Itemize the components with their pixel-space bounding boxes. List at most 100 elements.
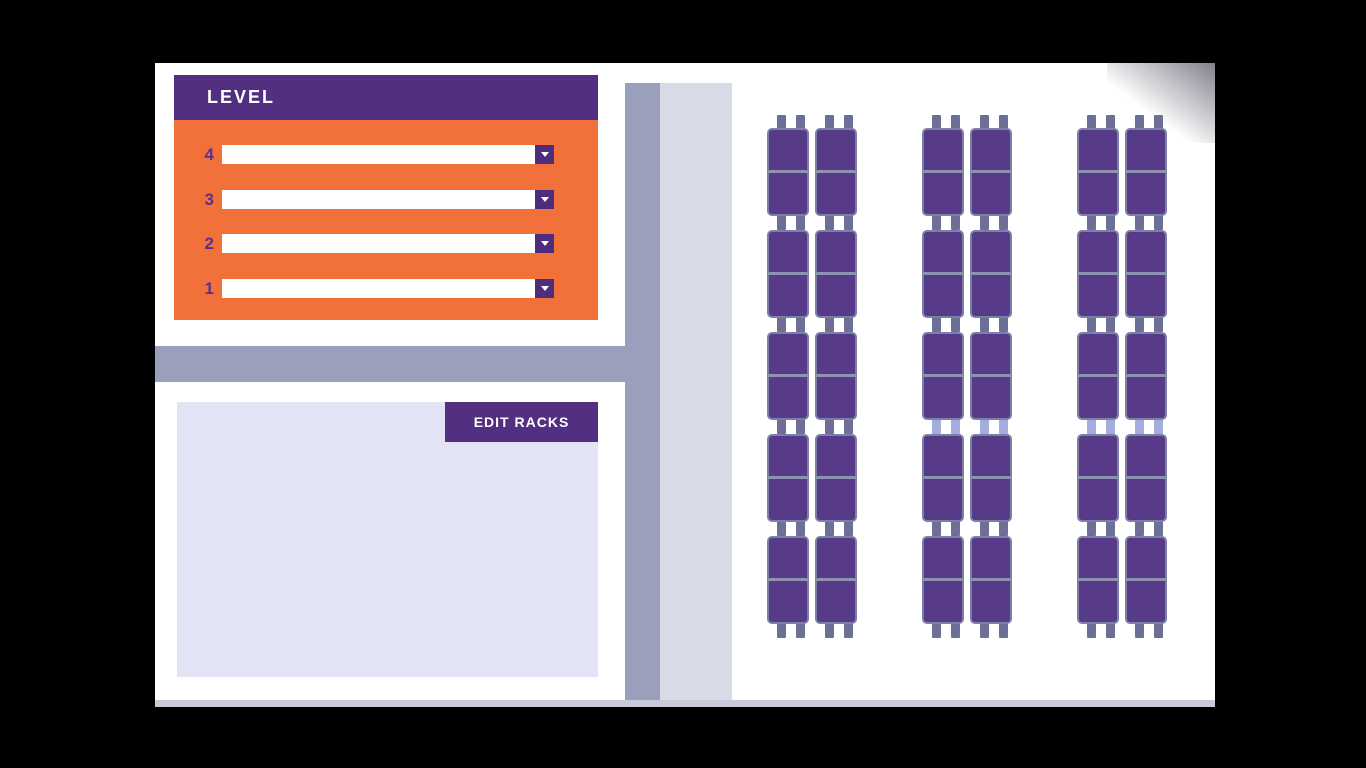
rack-leg-highlighted bbox=[932, 419, 941, 434]
rack-segment-divider bbox=[768, 476, 808, 479]
rack-leg bbox=[796, 215, 805, 230]
chevron-down-icon bbox=[540, 286, 549, 291]
rack-leg bbox=[1135, 623, 1144, 638]
level-row-2: 2 bbox=[174, 234, 598, 253]
rack-leg bbox=[980, 623, 989, 638]
rack-leg bbox=[999, 521, 1008, 536]
rack-leg bbox=[932, 317, 941, 332]
rack-leg bbox=[1106, 215, 1115, 230]
rack-leg bbox=[980, 317, 989, 332]
rack-segment[interactable] bbox=[1125, 332, 1167, 420]
rack-segment[interactable] bbox=[1125, 434, 1167, 522]
rack-segment[interactable] bbox=[815, 128, 857, 216]
rack-leg bbox=[777, 317, 786, 332]
rack-leg bbox=[825, 419, 834, 434]
dropdown-button[interactable] bbox=[535, 145, 554, 164]
rack-aisle-group bbox=[767, 63, 857, 707]
rack-segment[interactable] bbox=[1077, 230, 1119, 318]
rack-segment[interactable] bbox=[767, 230, 809, 318]
rack-segment[interactable] bbox=[970, 128, 1012, 216]
rack-segment-divider bbox=[816, 170, 856, 173]
rack-leg bbox=[980, 115, 989, 130]
rack-segment[interactable] bbox=[922, 230, 964, 318]
rack-segment[interactable] bbox=[1077, 536, 1119, 624]
rack-segment[interactable] bbox=[1125, 230, 1167, 318]
rack-segment-divider bbox=[768, 170, 808, 173]
rack-segment[interactable] bbox=[922, 536, 964, 624]
rack-leg bbox=[825, 521, 834, 536]
rack-leg bbox=[980, 215, 989, 230]
rack-leg bbox=[844, 317, 853, 332]
rack-leg-highlighted bbox=[951, 419, 960, 434]
rack-segment[interactable] bbox=[1077, 434, 1119, 522]
rack-aisle-group bbox=[1077, 63, 1167, 707]
level-row-label: 2 bbox=[204, 234, 214, 253]
rack-segment[interactable] bbox=[970, 332, 1012, 420]
rack-leg bbox=[999, 215, 1008, 230]
rack-leg bbox=[1106, 521, 1115, 536]
rack-segment[interactable] bbox=[970, 434, 1012, 522]
rack-segment[interactable] bbox=[922, 128, 964, 216]
rack-leg bbox=[796, 623, 805, 638]
rack-leg bbox=[844, 419, 853, 434]
rack-segment-divider bbox=[816, 476, 856, 479]
rack-leg bbox=[796, 419, 805, 434]
rack-segment-divider bbox=[1078, 476, 1118, 479]
rack-leg bbox=[796, 521, 805, 536]
rack-segment[interactable] bbox=[815, 230, 857, 318]
chevron-down-icon bbox=[540, 197, 549, 202]
rack-leg bbox=[777, 215, 786, 230]
rack-leg bbox=[777, 419, 786, 434]
dropdown-button[interactable] bbox=[535, 279, 554, 298]
rack-segment[interactable] bbox=[970, 536, 1012, 624]
rack-segment-divider bbox=[1126, 578, 1166, 581]
rack-segment[interactable] bbox=[815, 536, 857, 624]
edit-racks-button[interactable]: EDIT RACKS bbox=[445, 402, 598, 442]
rack-leg-highlighted bbox=[1135, 419, 1144, 434]
rack-leg bbox=[951, 215, 960, 230]
rack-segment-divider bbox=[1126, 272, 1166, 275]
page-corner-shadow bbox=[1107, 63, 1215, 143]
rack-leg bbox=[999, 317, 1008, 332]
rack-leg bbox=[932, 115, 941, 130]
rack-segment-divider bbox=[1078, 374, 1118, 377]
rack-segment[interactable] bbox=[767, 434, 809, 522]
rack-leg bbox=[1135, 215, 1144, 230]
chevron-down-icon bbox=[540, 241, 549, 246]
rack-segment[interactable] bbox=[815, 332, 857, 420]
rack-leg bbox=[932, 521, 941, 536]
rack-segment[interactable] bbox=[767, 536, 809, 624]
rack-leg bbox=[1087, 215, 1096, 230]
rack-leg bbox=[951, 623, 960, 638]
rack-segment[interactable] bbox=[922, 332, 964, 420]
rack-segment[interactable] bbox=[970, 230, 1012, 318]
rack-leg bbox=[1135, 317, 1144, 332]
level-select-4[interactable] bbox=[222, 145, 554, 164]
rack-leg bbox=[980, 521, 989, 536]
rack-leg bbox=[1154, 317, 1163, 332]
rack-segment[interactable] bbox=[767, 332, 809, 420]
rack-segment[interactable] bbox=[1125, 536, 1167, 624]
rack-leg bbox=[951, 317, 960, 332]
rack-segment[interactable] bbox=[815, 434, 857, 522]
rack-segment-divider bbox=[971, 476, 1011, 479]
rack-segment[interactable] bbox=[767, 128, 809, 216]
dropdown-button[interactable] bbox=[535, 234, 554, 253]
rack-segment-divider bbox=[923, 476, 963, 479]
level-panel-header: LEVEL bbox=[174, 75, 598, 120]
wall-horizontal bbox=[155, 346, 660, 382]
dropdown-button[interactable] bbox=[535, 190, 554, 209]
rack-segment[interactable] bbox=[922, 434, 964, 522]
rack-leg bbox=[999, 623, 1008, 638]
level-select-3[interactable] bbox=[222, 190, 554, 209]
level-row-4: 4 bbox=[174, 145, 598, 164]
rack-segment[interactable] bbox=[1077, 332, 1119, 420]
level-select-1[interactable] bbox=[222, 279, 554, 298]
rack-leg bbox=[1087, 521, 1096, 536]
level-row-3: 3 bbox=[174, 190, 598, 209]
level-select-2[interactable] bbox=[222, 234, 554, 253]
wall-vertical bbox=[625, 83, 660, 700]
rack-segment-divider bbox=[768, 272, 808, 275]
level-row-label: 4 bbox=[204, 145, 214, 164]
